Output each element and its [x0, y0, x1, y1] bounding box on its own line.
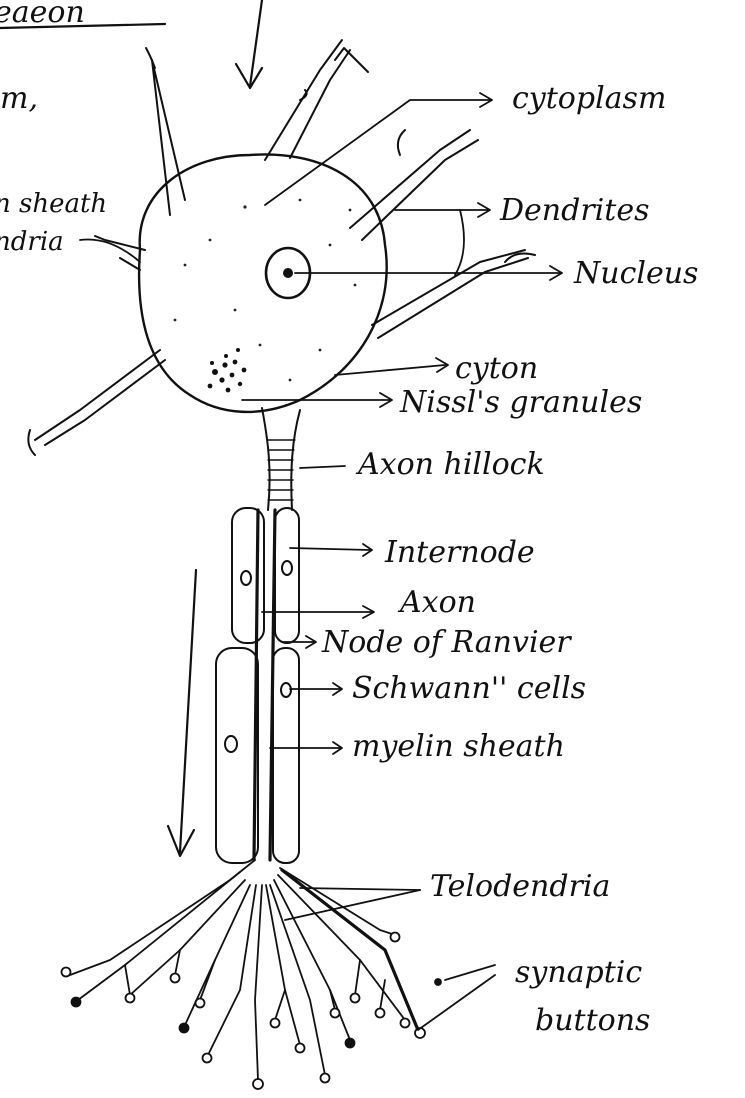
label-buttons: buttons: [535, 1003, 650, 1038]
flow-arrow-down: [168, 570, 196, 856]
label-telodendria: Telodendria: [430, 869, 610, 904]
left-fragment-top: m,: [0, 81, 38, 116]
synaptic-buttons: [62, 933, 442, 1090]
label-synaptic: synaptic: [515, 955, 642, 990]
label-axon: Axon: [397, 585, 476, 620]
label-node-of-ranvier: Node of Ranvier: [321, 625, 572, 660]
label-myelin-sheath: myelin sheath: [352, 729, 565, 764]
label-nissls-granules: Nissl's granules: [399, 385, 642, 420]
myelin-sheath-upper: [232, 508, 299, 643]
label-internode: Internode: [384, 535, 535, 570]
label-cyton: cyton: [455, 351, 538, 386]
label-axon-hillock: Axon hillock: [355, 447, 545, 482]
myelin-sheath-lower: [216, 648, 299, 863]
flow-arrow-top: [236, 0, 262, 88]
left-fragment-ndria: ndria: [0, 227, 64, 257]
label-schwann-cells: Schwann'' cells: [352, 671, 586, 706]
label-nucleus: Nucleus: [573, 256, 698, 291]
axon-hillock: [262, 408, 300, 510]
label-cytoplasm: cytoplasm: [512, 81, 666, 116]
label-dendrites: Dendrites: [499, 193, 649, 228]
nissl-granules-dots: [208, 348, 247, 392]
heading-fragment: eaeon: [0, 0, 165, 30]
telodendria: [70, 860, 418, 1080]
left-fragment-sheath: n sheath: [0, 189, 107, 219]
